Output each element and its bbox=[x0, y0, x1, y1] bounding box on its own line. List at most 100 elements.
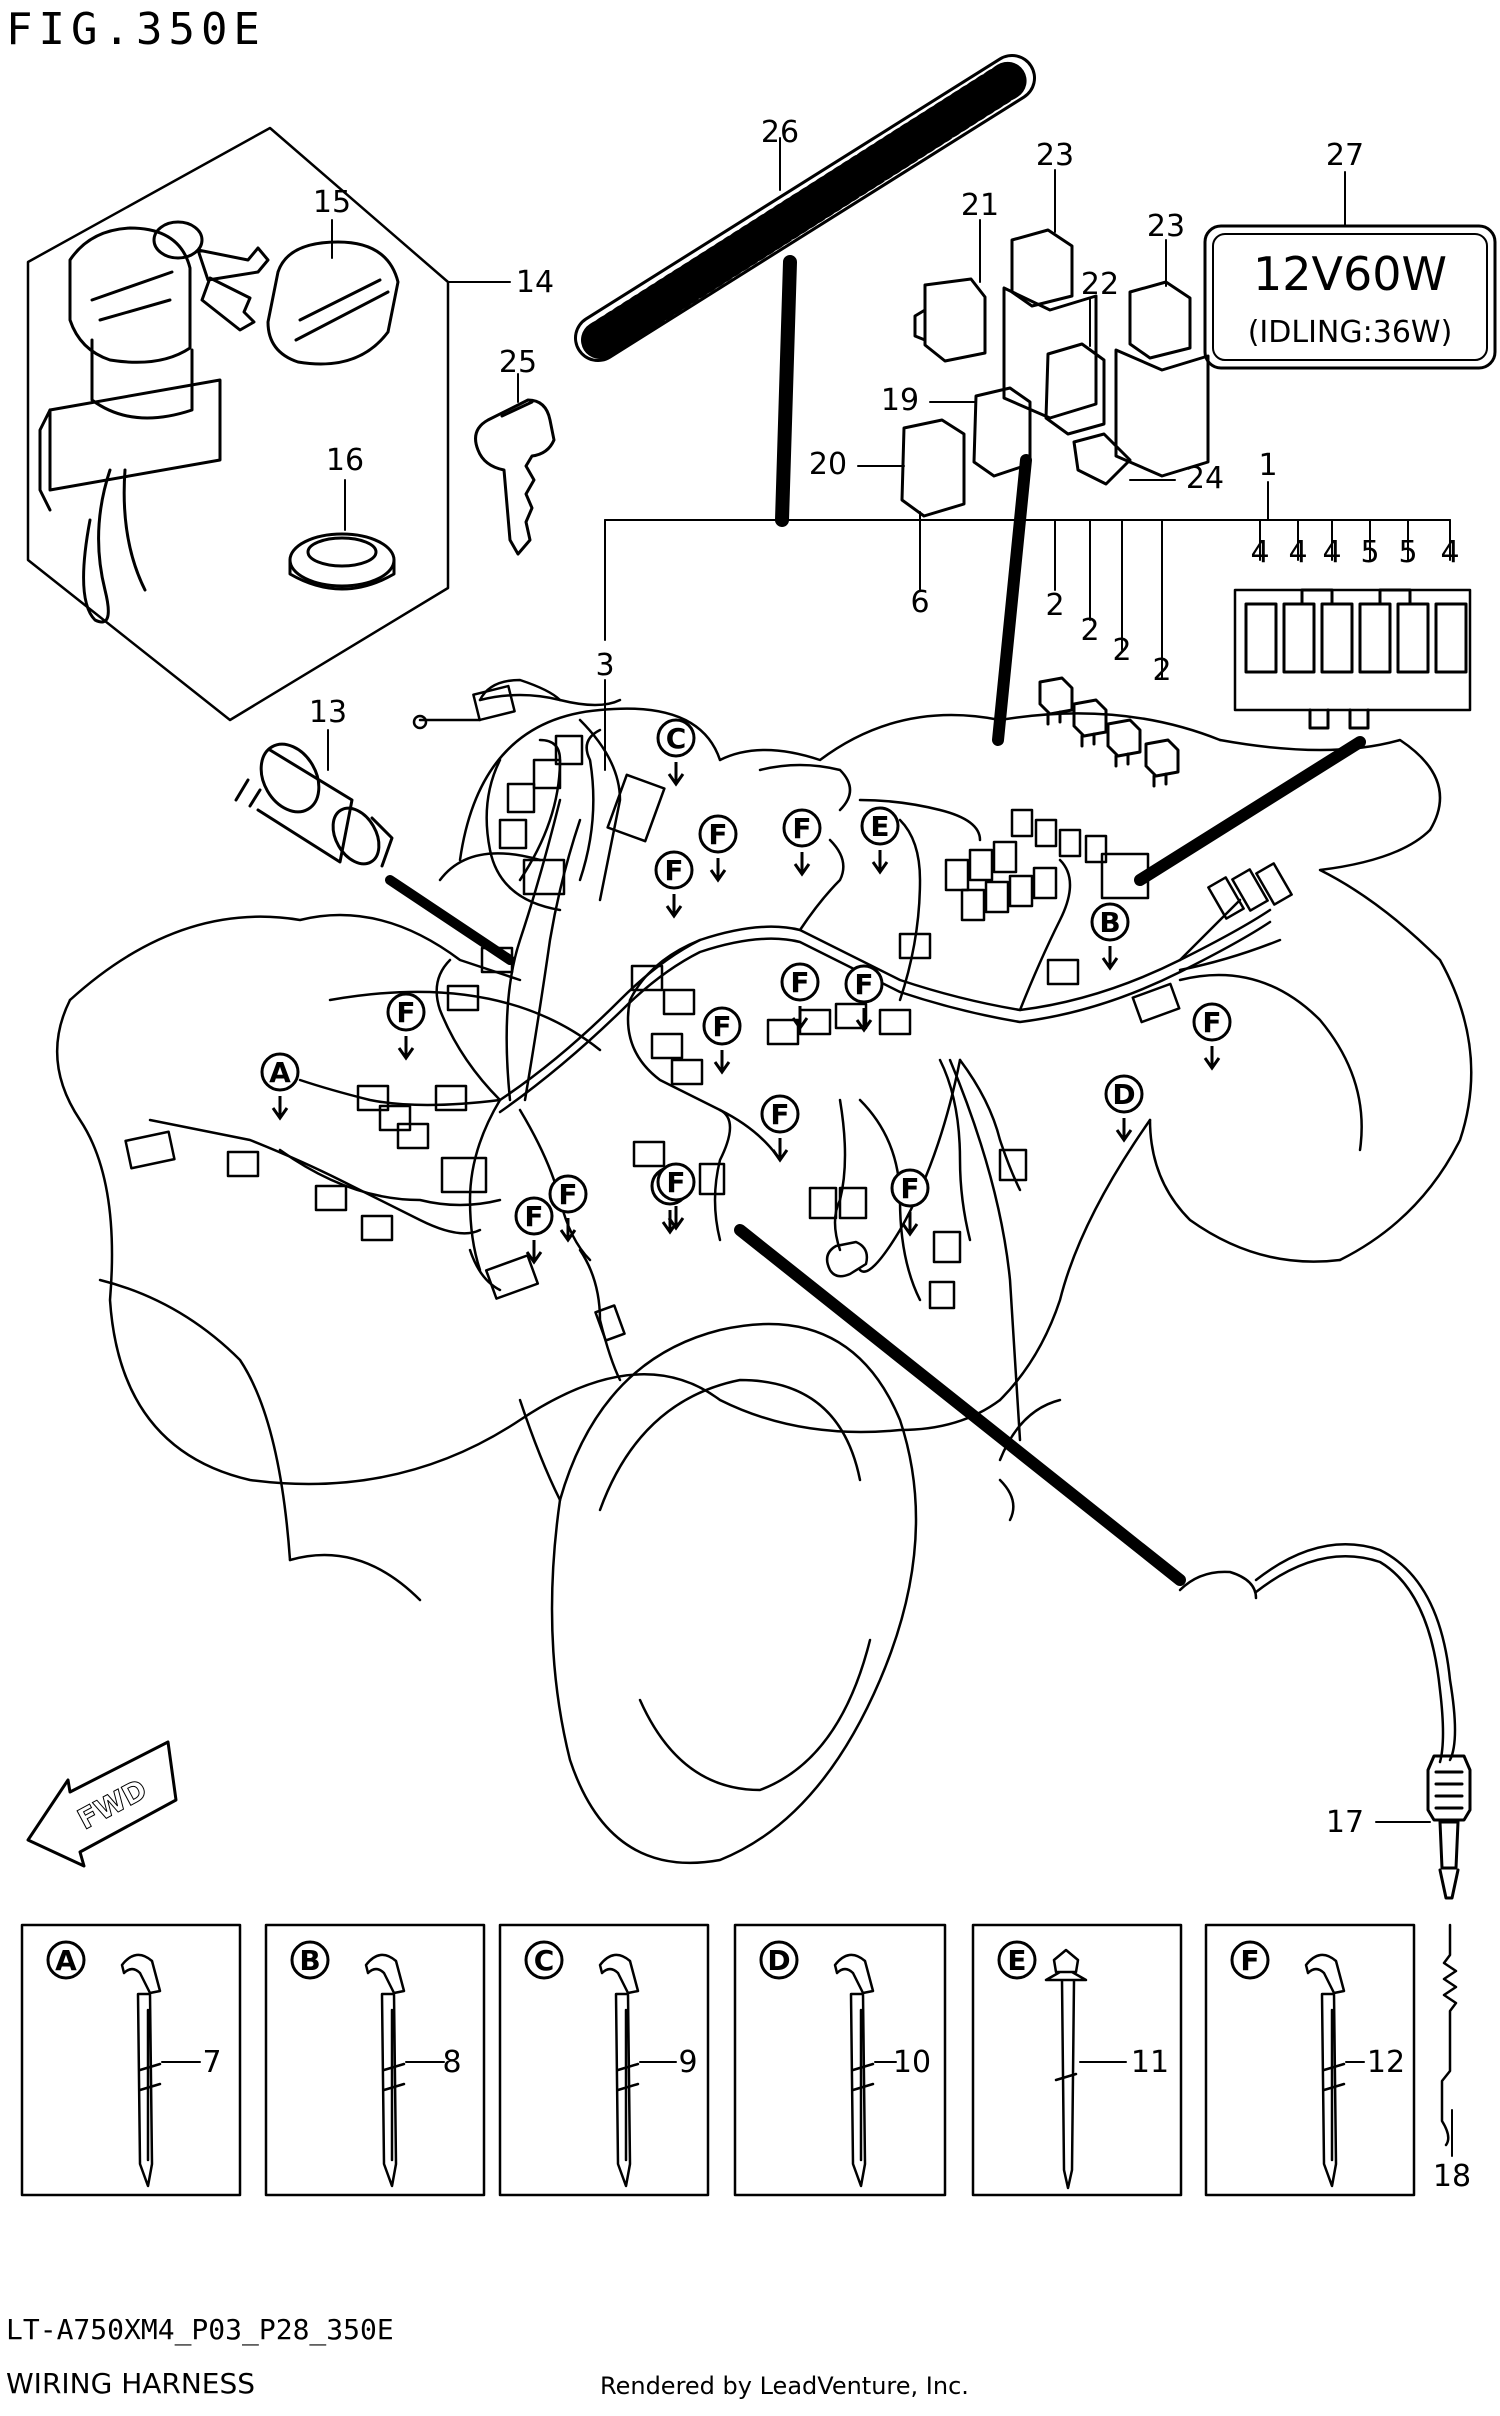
svg-text:7: 7 bbox=[202, 2045, 221, 2080]
detail-box-b: B8 bbox=[290, 1940, 462, 2080]
model-code: LT-A750XM4_P03_P28_350E bbox=[6, 2313, 394, 2346]
callout-c20: 20 bbox=[809, 447, 847, 482]
svg-text:F: F bbox=[1240, 1944, 1259, 1977]
callout-c4d: 4 bbox=[1440, 535, 1459, 570]
callout-c6: 6 bbox=[910, 585, 929, 620]
ignition-switch-cap bbox=[68, 226, 192, 364]
marker-mF12: F bbox=[890, 1168, 930, 1237]
marker-mF3: F bbox=[654, 850, 694, 919]
marker-mD: D bbox=[1104, 1074, 1144, 1143]
callout-c15: 15 bbox=[313, 185, 351, 220]
marker-mF7: F bbox=[702, 1006, 742, 1075]
detail-box-e: E 11 bbox=[997, 1940, 1169, 2080]
marker-mB: B bbox=[1090, 902, 1130, 971]
callout-c23a: 23 bbox=[1036, 138, 1074, 173]
svg-text:F: F bbox=[708, 818, 727, 851]
fwd-label: FWD bbox=[72, 1773, 152, 1837]
callout-c1: 1 bbox=[1258, 448, 1277, 483]
callout-c24: 24 bbox=[1186, 461, 1224, 496]
marker-mF4: F bbox=[386, 992, 426, 1061]
spare-key bbox=[474, 373, 556, 556]
callout-c2d: 2 bbox=[1152, 653, 1171, 688]
callout-c25: 25 bbox=[499, 345, 537, 380]
corrugated-tube bbox=[574, 54, 1036, 527]
callout-c16: 16 bbox=[326, 443, 364, 478]
svg-text:C: C bbox=[534, 1944, 555, 1977]
svg-text:D: D bbox=[767, 1944, 790, 1977]
callout-c19: 19 bbox=[881, 383, 919, 418]
harness-connectors bbox=[124, 684, 1293, 1342]
svg-text:F: F bbox=[396, 996, 415, 1029]
callout-c5b: 5 bbox=[1398, 535, 1417, 570]
marker-mF11: F bbox=[760, 1094, 800, 1163]
ignition-cap bbox=[266, 240, 400, 366]
marker-mF2: F bbox=[782, 808, 822, 877]
svg-text:C: C bbox=[666, 722, 687, 755]
callout-c2a: 2 bbox=[1045, 588, 1064, 623]
marker-mF5: F bbox=[780, 962, 820, 1031]
detail-box-c: C9 bbox=[524, 1940, 698, 2080]
marker-mF14: F bbox=[656, 1162, 696, 1231]
svg-text:A: A bbox=[269, 1056, 291, 1089]
svg-text:F: F bbox=[900, 1172, 919, 1205]
assembly-name: WIRING HARNESS bbox=[6, 2367, 256, 2400]
callout-c2c: 2 bbox=[1112, 633, 1131, 668]
svg-text:A: A bbox=[55, 1944, 77, 1977]
svg-text:11: 11 bbox=[1131, 2045, 1169, 2080]
svg-text:10: 10 bbox=[893, 2045, 931, 2080]
nut-ring bbox=[288, 532, 396, 588]
svg-text:E: E bbox=[1007, 1944, 1026, 1977]
callout-c26: 26 bbox=[761, 115, 799, 150]
svg-text:B: B bbox=[299, 1944, 320, 1977]
svg-text:F: F bbox=[558, 1178, 577, 1211]
fuse-block bbox=[604, 481, 1472, 886]
ignition-kit-box bbox=[26, 126, 511, 722]
lamp-label-box bbox=[1203, 171, 1497, 370]
detail-box-a: A7 bbox=[46, 1940, 222, 2080]
fwd-arrow bbox=[26, 1740, 178, 1868]
marker-mF8: F bbox=[514, 1196, 554, 1265]
svg-text:F: F bbox=[1202, 1006, 1221, 1039]
marker-mE: E bbox=[860, 806, 900, 875]
callout-c4a: 4 bbox=[1250, 535, 1269, 570]
render-credit: Rendered by LeadVenture, Inc. bbox=[600, 2372, 969, 2400]
svg-text:F: F bbox=[524, 1200, 543, 1233]
lamp-idling-text: (IDLING:36W) bbox=[1248, 315, 1453, 350]
svg-text:F: F bbox=[712, 1010, 731, 1043]
figure-title: FIG.350E bbox=[6, 4, 266, 55]
marker-mF9: F bbox=[548, 1174, 588, 1243]
callout-c22: 22 bbox=[1081, 267, 1119, 302]
marker-mF6: F bbox=[844, 964, 884, 1033]
detail-box-d: D 10 bbox=[759, 1940, 931, 2080]
callout-c2b: 2 bbox=[1080, 613, 1099, 648]
switch-13 bbox=[234, 729, 515, 965]
svg-text:B: B bbox=[1099, 906, 1120, 939]
callout-c21: 21 bbox=[961, 188, 999, 223]
marker-mF13: F bbox=[1192, 1002, 1232, 1071]
svg-text:9: 9 bbox=[678, 2045, 697, 2080]
atv-body bbox=[55, 678, 1473, 1865]
marker-mA: A bbox=[260, 1052, 300, 1121]
callout-c13: 13 bbox=[309, 695, 347, 730]
svg-text:F: F bbox=[770, 1098, 789, 1131]
svg-text:F: F bbox=[854, 968, 873, 1001]
svg-text:F: F bbox=[666, 1166, 685, 1199]
detail-boxes bbox=[20, 1923, 1416, 2197]
lamp-wattage-text: 12V60W bbox=[1253, 247, 1447, 301]
callout-c14: 14 bbox=[516, 265, 554, 300]
callout-c18: 18 bbox=[1433, 2159, 1471, 2194]
relay-group bbox=[857, 169, 1210, 591]
callout-c17: 17 bbox=[1326, 1805, 1364, 1840]
callout-c27: 27 bbox=[1326, 138, 1364, 173]
svg-text:8: 8 bbox=[442, 2045, 461, 2080]
callout-c3: 3 bbox=[595, 648, 614, 683]
detail-box-f: F 12 bbox=[1230, 1940, 1405, 2080]
callout-c5a: 5 bbox=[1360, 535, 1379, 570]
sensor-17 bbox=[1375, 1754, 1472, 2157]
svg-text:E: E bbox=[870, 810, 889, 843]
svg-text:F: F bbox=[792, 812, 811, 845]
callout-c23b: 23 bbox=[1147, 209, 1185, 244]
key-on-ring bbox=[196, 246, 270, 282]
svg-text:12: 12 bbox=[1367, 2045, 1405, 2080]
